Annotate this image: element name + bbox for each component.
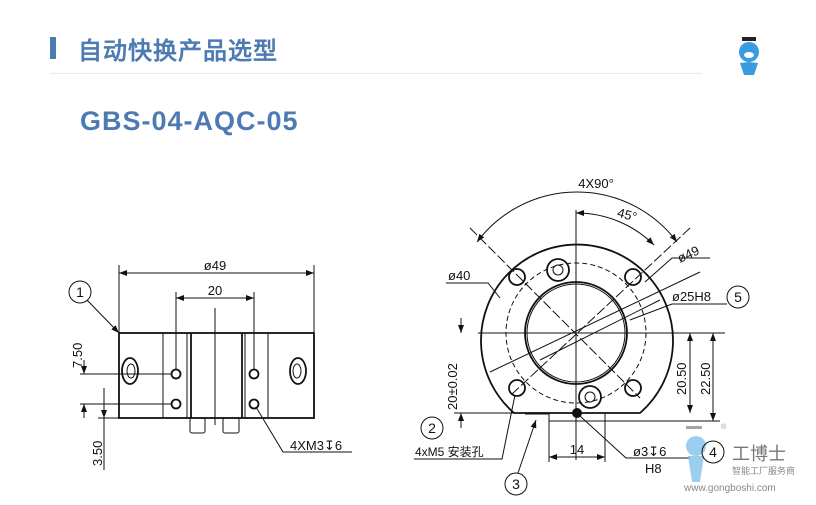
watermark-url: www.gongboshi.com <box>683 483 776 494</box>
callout-1: 1 <box>76 284 84 300</box>
side-view <box>68 265 352 470</box>
divider <box>50 73 702 74</box>
dim-7-50: 7.50 <box>70 343 85 368</box>
callout-2: 2 <box>428 420 436 436</box>
pin-hole-spec: ø3↧6 <box>633 444 666 459</box>
callout-3: 3 <box>512 476 520 492</box>
callout-4: 4 <box>709 444 717 460</box>
dim-diameter-49: ø49 <box>204 258 226 273</box>
mount-hole-spec: 4xM5 安装孔 <box>415 444 484 459</box>
page-title: 自动快换产品选型 <box>78 37 278 65</box>
watermark-slogan: 智能工厂服务商 <box>732 465 795 476</box>
callout-5: 5 <box>734 289 742 305</box>
dim-22-50: 22.50 <box>698 362 713 395</box>
dim-20-50: 20.50 <box>674 362 689 395</box>
dim-4x90: 4X90° <box>578 176 614 191</box>
dim-pcd-40: ø40 <box>448 268 470 283</box>
dim-14: 14 <box>570 442 584 457</box>
dim-20-tolerance: 20±0.02 <box>445 363 460 410</box>
dim-bore-25h8: ø25H8 <box>672 289 711 304</box>
watermark-brand: 工博士 <box>732 444 786 464</box>
registered-mark: ® <box>721 423 727 431</box>
front-view <box>414 191 750 496</box>
mascot-logo <box>739 37 759 75</box>
pin-fit: H8 <box>645 461 662 476</box>
dim-width-20: 20 <box>208 283 222 298</box>
title-accent-bar <box>50 37 56 59</box>
thread-spec: 4XM3↧6 <box>290 438 342 453</box>
dim-45: 45° <box>616 205 639 225</box>
dim-3-50: 3.50 <box>90 441 105 466</box>
gongboshi-watermark <box>686 426 706 482</box>
dim-outer-49: ø49 <box>675 243 702 266</box>
model-number: GBS-04-AQC-05 <box>80 106 299 136</box>
